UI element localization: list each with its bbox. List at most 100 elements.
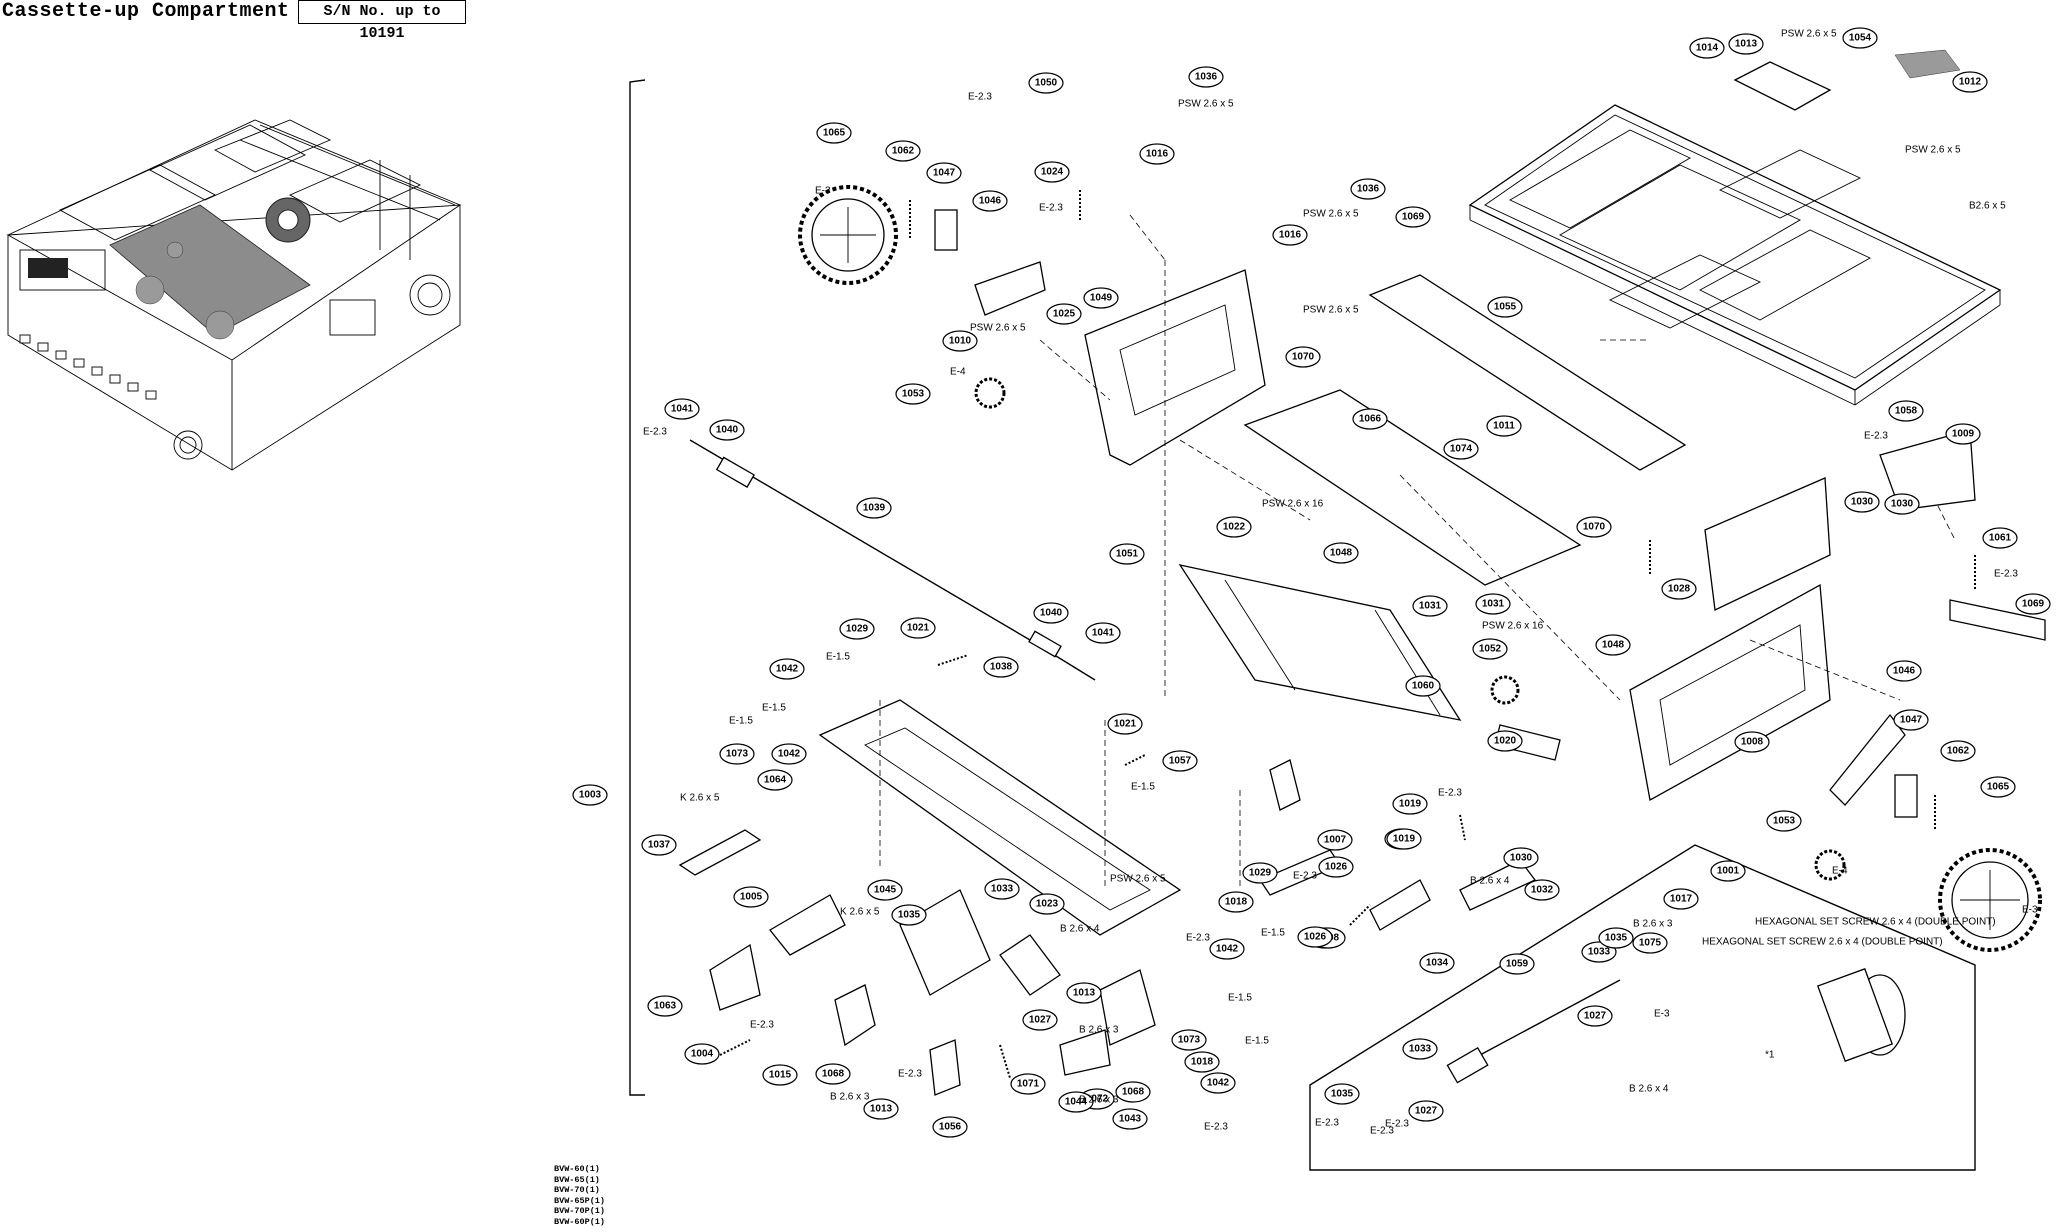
part-callout-bubble [1844,491,1880,513]
fastener-label: E-3 [1654,1009,1670,1020]
part-callout-bubble [1945,423,1981,445]
part-number: 1034 [1426,958,1449,969]
block-1047-upper [934,209,958,251]
part-callout-bubble [942,330,978,352]
overview-vtr-illustration [6,119,462,471]
part-callout-bubble [856,497,892,519]
part-number: 1018 [1191,1057,1214,1068]
part-callout-bubble [1085,622,1121,644]
part-number: 1020 [1494,736,1517,747]
part-1014-board [1733,61,1832,111]
part-1044-worm [1446,979,1621,1084]
part-number: 1047 [1900,715,1923,726]
part-callout-bubble [1350,178,1386,200]
part-number: 1030 [1851,497,1874,508]
gear-1065-upper [798,185,898,285]
part-callout-bubble [1499,953,1535,975]
part-callout-bubble [1162,750,1198,772]
part-callout-bubble [1487,296,1523,318]
part-callout-bubble [1285,346,1321,368]
part-number: 1042 [1207,1078,1230,1089]
part-number: 1015 [769,1070,792,1081]
part-number: 1028 [1668,584,1691,595]
fastener-label: E-1.5 [1131,782,1155,793]
part-1003-plate [818,699,1182,936]
part-1075-motor [1816,968,1906,1062]
part-callout-bubble [1107,713,1143,735]
part-number: 1070 [1292,352,1315,363]
part-number: 1058 [1895,406,1918,417]
part-callout-bubble [1010,1073,1046,1095]
part-callout-bubble [1171,1029,1207,1051]
part-number: 1040 [1040,608,1063,619]
part-1066-plate [1243,389,1582,586]
fastener-label: E-2.3 [643,427,667,438]
part-number: 1016 [1146,149,1169,160]
fastener-label: B 2.6 x 3 [1633,919,1673,930]
part-callout-bubble [1386,828,1422,850]
part-number: 1038 [990,662,1013,673]
part-callout-bubble [1982,527,2018,549]
fastener-label: PSW 2.6 x 5 [1110,874,1166,885]
part-callout-bubble [891,904,927,926]
fastener-label: E-4 [1832,866,1848,877]
part-callout-bubble [1710,860,1746,882]
part-callout-bubble [984,878,1020,900]
part-number: 1003 [579,790,602,801]
part-number: 1063 [654,1001,677,1012]
part-number: 1018 [1225,897,1248,908]
part-number: 1032 [1531,885,1554,896]
part-number: 1005 [740,892,763,903]
part-callout-bubble [664,398,700,420]
fastener-label: PSW 2.6 x 5 [1905,145,1961,156]
part-callout-bubble [1405,675,1441,697]
part-callout-bubble [1242,862,1278,884]
model-item: BVW-65P(1) [554,1195,606,1206]
part-number: 1057 [1169,756,1192,767]
part-number: 1022 [1223,522,1246,533]
part-number: 1041 [671,404,694,415]
part-callout-bubble [1595,634,1631,656]
fastener-label: E-1.5 [1245,1036,1269,1047]
part-number: 1047 [933,168,956,179]
part-callout-bubble [1472,638,1508,660]
part-callout-bubble [815,1063,851,1085]
part-number: 1027 [1029,1015,1052,1026]
part-callout-bubble [1392,793,1428,815]
part-number: 1013 [1735,39,1758,50]
part-callout-bubble [762,1064,798,1086]
fastener-label: K 2.6 x 5 [680,793,720,804]
part-callout-bubble [1209,938,1245,960]
part-callout-bubble [1980,776,2016,798]
part-number: 1029 [1249,868,1272,879]
part-number: 1025 [1053,309,1076,320]
part-number: 1048 [1602,640,1625,651]
part-number: 1007 [1324,835,1347,846]
part-number: 1055 [1494,302,1517,313]
part-number: 1044 [1065,1097,1088,1108]
part-number: 1027 [1584,1011,1607,1022]
part-number: 1075 [1639,938,1662,949]
part-callout-bubble [1028,72,1064,94]
part-callout-bubble [1317,829,1353,851]
model-item: BVW-65(1) [554,1174,600,1185]
part-callout-bubble [709,419,745,441]
part-number: 1050 [1035,78,1058,89]
part-number: 1045 [874,885,897,896]
part-callout-bubble [572,784,608,806]
part-callout-bubble [1734,731,1770,753]
part-callout-bubble [641,834,677,856]
part-callout-bubble [1728,33,1764,55]
part-callout-bubble [1115,1081,1151,1103]
part-callout-bubble [1886,660,1922,682]
part-number: 1026 [1304,932,1327,943]
cam-1046-lower [1829,713,1906,806]
motor-assembly-box [1309,844,1976,1171]
fastener-label: E-2.3 [898,1069,922,1080]
part-number: 1061 [1989,533,2012,544]
part-number: 1031 [1482,599,1505,610]
part-callout-bubble [1272,224,1308,246]
fastener-label: E-1.5 [1228,993,1252,1004]
fastener-label: E-2.3 [1864,431,1888,442]
